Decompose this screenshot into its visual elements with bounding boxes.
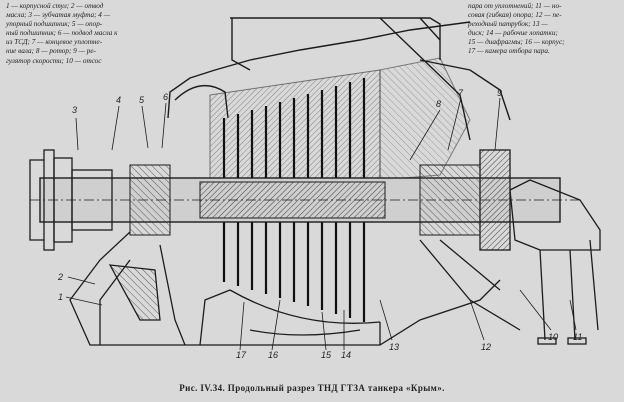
legend-line: 1 — корпусной стул; 2 — отвод bbox=[6, 2, 104, 10]
legend-line: диск; 14 — рабочие лопатки; bbox=[468, 29, 558, 38]
callouts: 1 2 3 4 5 6 7 8 9 10 11 12 13 14 15 16 1… bbox=[57, 88, 582, 360]
callout-6: 6 bbox=[163, 92, 168, 102]
callout-3: 3 bbox=[72, 105, 77, 115]
callout-16: 16 bbox=[268, 350, 278, 360]
legend-left: 1 — корпусной стул; 2 — отвод масла; 3 —… bbox=[6, 2, 172, 66]
legend-line: реходный патрубок; 13 — bbox=[468, 20, 548, 29]
lower-casing bbox=[69, 231, 521, 346]
callout-7: 7 bbox=[458, 88, 464, 98]
callout-10: 10 bbox=[548, 332, 558, 342]
legend-line: ный подшипник; 6 — подвод масла к bbox=[6, 29, 118, 38]
callout-9: 9 bbox=[497, 88, 502, 98]
legend-line: 17 — камера отбора пара. bbox=[468, 47, 550, 56]
callout-12: 12 bbox=[481, 342, 491, 352]
legend-line: гулятор скорости; 10 — отсос bbox=[6, 56, 102, 65]
callout-11: 11 bbox=[573, 332, 582, 342]
gear-coupling bbox=[29, 149, 73, 251]
blade-rows bbox=[222, 78, 366, 322]
callout-4: 4 bbox=[116, 95, 121, 105]
callout-1: 1 bbox=[58, 292, 63, 302]
upper-casing bbox=[167, 17, 511, 141]
figure-caption: Рис. IV.34. Продольный разрез ТНД ГТЗА т… bbox=[179, 383, 445, 393]
callout-13: 13 bbox=[389, 342, 399, 352]
legend-line: 15 — диафрагмы; 16 — корпус; bbox=[468, 38, 565, 47]
bearing-pedestal-right bbox=[479, 149, 601, 345]
callout-2: 2 bbox=[57, 272, 63, 282]
callout-5: 5 bbox=[139, 95, 145, 105]
legend-line: упорный подшипник; 5 — опор- bbox=[6, 20, 103, 29]
legend-line: масла; 3 — зубчатая муфта; 4 — bbox=[6, 11, 111, 20]
callout-8: 8 bbox=[436, 99, 441, 109]
callout-17: 17 bbox=[236, 350, 247, 360]
rotor-shaft bbox=[30, 164, 580, 236]
legend-line: совая (гибкая) опора; 12 — пе- bbox=[468, 11, 562, 20]
callout-14: 14 bbox=[341, 350, 351, 360]
leader-lines bbox=[65, 97, 577, 351]
legend-line: из ТСД; 7 — концевое уплотне- bbox=[6, 38, 103, 47]
stator-upper bbox=[209, 57, 471, 181]
callout-15: 15 bbox=[321, 350, 332, 360]
legend-line: пара от уплотнений; 11 — но- bbox=[468, 2, 562, 10]
legend-right: пара от уплотнений; 11 — но- совая (гибк… bbox=[468, 2, 618, 57]
legend-line: ние вала; 8 — ротор; 9 — ре- bbox=[6, 47, 96, 56]
